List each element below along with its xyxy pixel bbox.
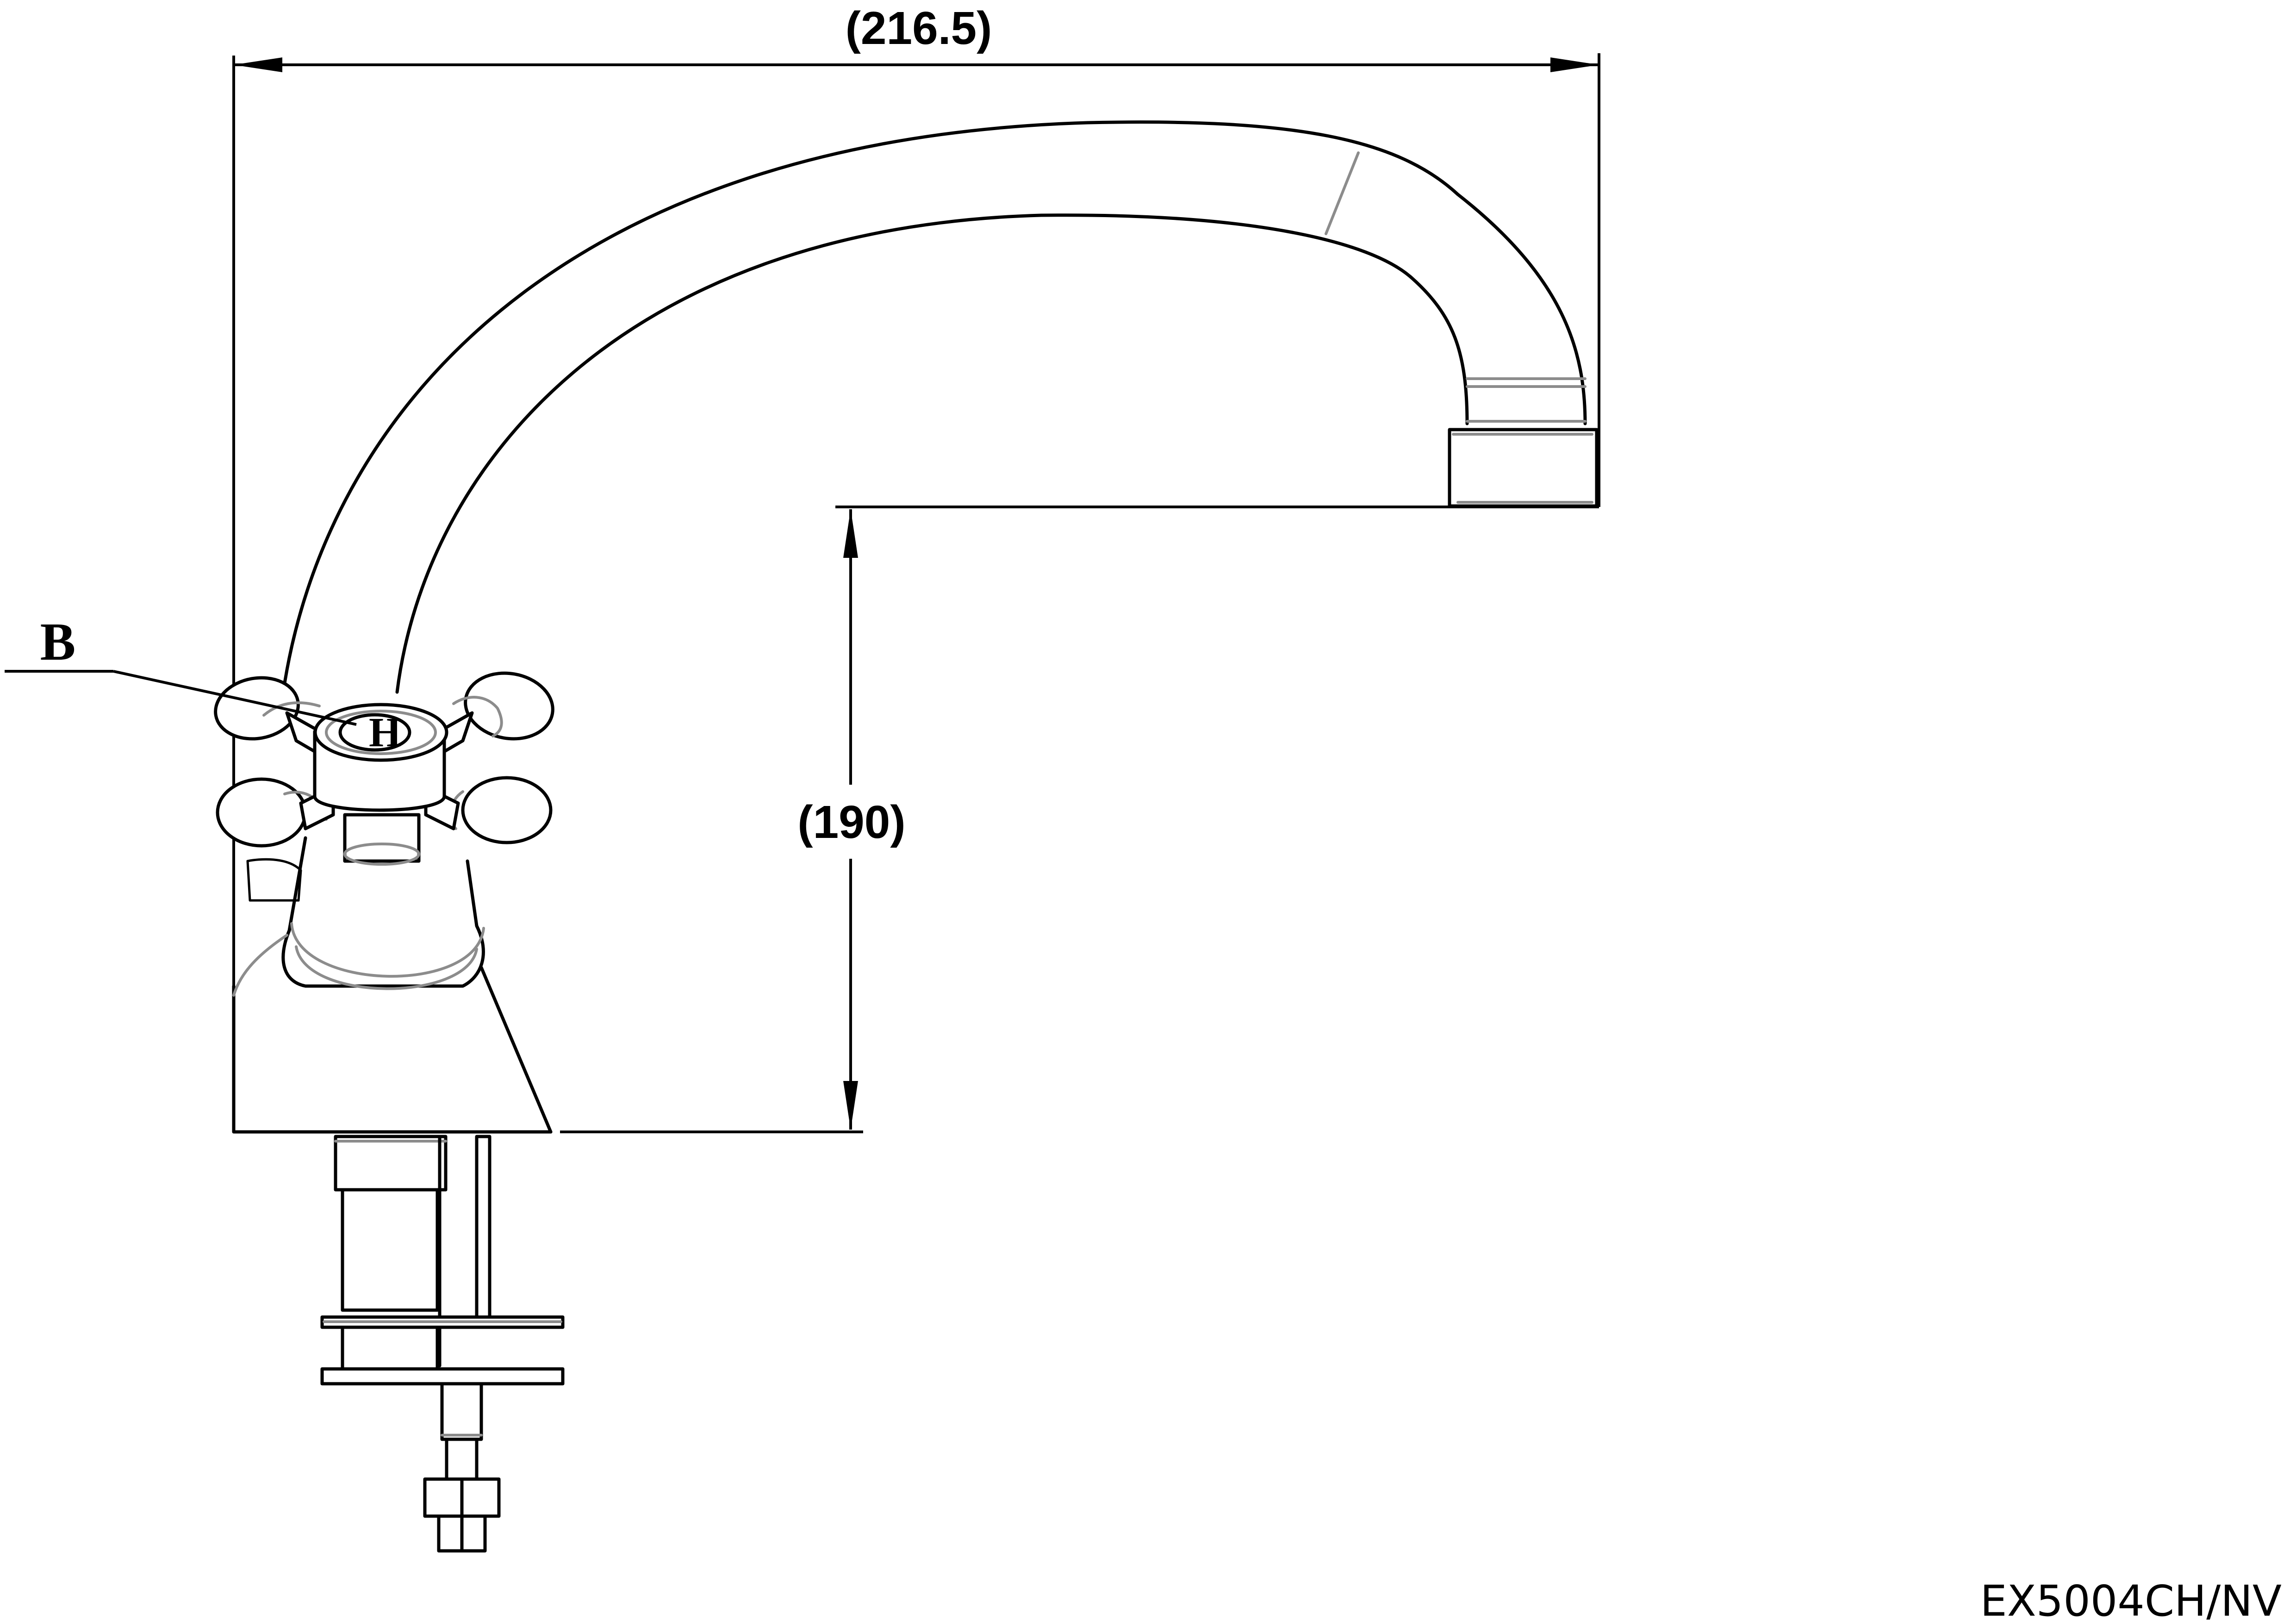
cross-handle: H (214, 671, 554, 866)
faucet-body (232, 836, 553, 1134)
body-base-outline (232, 984, 553, 1134)
body-collar-line-1 (290, 922, 485, 978)
height-arrow-bottom (843, 1081, 858, 1130)
width-arrow-left (234, 57, 282, 72)
body-shade-line (232, 934, 288, 997)
mounting-shank (320, 1135, 565, 1553)
spout-seam (1325, 151, 1360, 235)
shank-upper (341, 1188, 439, 1312)
spout-inner-edge (395, 213, 1469, 694)
callout-b: B (5, 612, 357, 726)
aerator (1448, 428, 1599, 508)
width-arrow-right (1550, 57, 1599, 72)
supply-tube-lower (440, 1382, 483, 1441)
handle-lever-upper-left-shade (262, 701, 321, 717)
shank-nut (334, 1135, 448, 1192)
handle-indicator-disc (338, 713, 411, 752)
handle-stem-ring (343, 843, 420, 866)
body-column (281, 836, 485, 988)
handle-stem (343, 813, 421, 863)
width-dimension-label: (216.5) (846, 2, 992, 54)
body-side-lever (246, 858, 302, 902)
handle-cap (313, 703, 448, 762)
handle-lever-lower-left (216, 777, 307, 848)
callout-leader-line (113, 670, 357, 726)
spout (281, 120, 1599, 694)
aerator-ring (1466, 377, 1587, 423)
handle-cap-ring (325, 710, 437, 755)
callout-label: B (40, 612, 76, 671)
handle-lever-upper-right-shade (452, 696, 503, 737)
handle-lever-upper-right (464, 671, 554, 741)
model-number: EX5004CH/NV (1980, 1576, 2282, 1624)
body-right-flare (479, 966, 553, 1134)
backnut-plate (320, 1367, 565, 1386)
body-collar-line-2 (295, 945, 478, 990)
spout-outer-edge (281, 120, 1587, 694)
handle-lever-lower-right (461, 776, 553, 844)
supply-tube-upper (475, 1135, 492, 1324)
width-dimension: (216.5) (232, 2, 1600, 1132)
shank-lower (341, 1325, 439, 1371)
height-dimension-label: (190) (797, 796, 905, 848)
handle-lever-upper-left (214, 676, 300, 741)
handle-hot-marking: H (369, 710, 401, 756)
height-dimension: (190) (560, 506, 1599, 1133)
height-arrow-top (843, 509, 858, 558)
